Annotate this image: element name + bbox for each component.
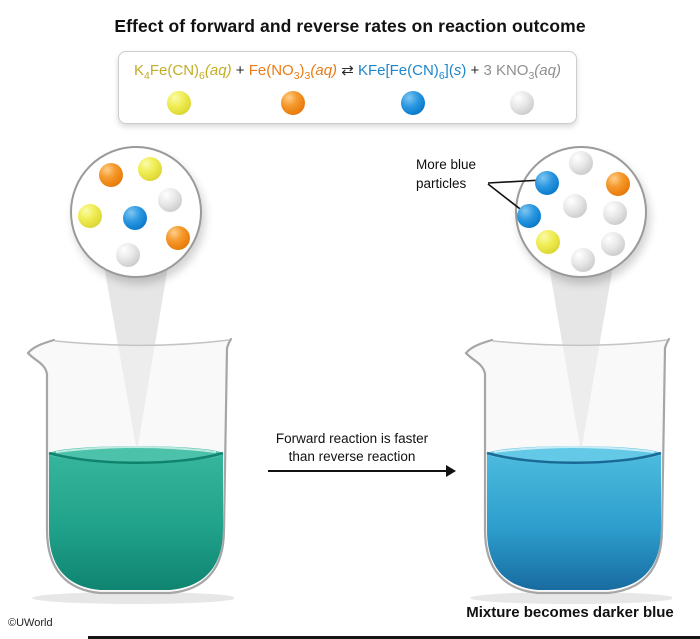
glass-rim xyxy=(492,339,668,347)
equation-segment: ⇄ xyxy=(337,62,358,79)
equation-segment: 4 xyxy=(144,70,150,82)
equation-segment: (aq) xyxy=(534,62,561,79)
pointer-line-top-blue xyxy=(487,179,543,184)
equation-segment: (aq) xyxy=(310,62,338,79)
more-blue-particles-label: More blue particles xyxy=(416,157,477,191)
equation-segment: KFe[Fe(CN) xyxy=(357,62,439,79)
forward-arrow-line xyxy=(268,470,448,472)
forward-arrow-head xyxy=(446,465,456,477)
equation-segment: ]( xyxy=(444,62,454,79)
equation-segment: ) xyxy=(461,62,467,79)
equation-segment: 6 xyxy=(438,70,445,82)
glass-outline xyxy=(464,337,671,595)
liquid-front-edge xyxy=(48,451,224,464)
liquid-front-edge xyxy=(486,451,662,464)
equation-segment: 3 xyxy=(528,70,535,82)
equation-segment: + xyxy=(231,62,249,79)
liquid-gloss xyxy=(55,446,217,453)
equation-segment: 3 xyxy=(293,70,300,82)
equation-segment: Fe(NO xyxy=(248,62,294,79)
glass-outline xyxy=(26,337,233,595)
blue-liquid xyxy=(487,453,661,590)
equation-segment: Fe(CN) xyxy=(149,62,200,79)
reaction-rate-label-line1: Forward reaction is faster xyxy=(275,431,429,446)
green-liquid xyxy=(49,453,223,590)
equation-line: K4Fe(CN)6(aq) + Fe(NO3)3(aq) ⇄ KFe[Fe(CN… xyxy=(118,61,577,82)
equation-segment: 6 xyxy=(199,70,205,82)
page-title: Effect of forward and reverse rates on r… xyxy=(114,16,586,36)
reaction-rate-label: Forward reaction is faster than reverse … xyxy=(252,430,452,465)
liquid-gloss xyxy=(493,446,655,453)
uworld-watermark: ©UWorld xyxy=(8,617,53,629)
beaker-shadow xyxy=(32,592,234,604)
liquid-surface xyxy=(49,446,223,462)
beaker-shadow xyxy=(470,592,672,604)
result-caption: Mixture becomes darker blue xyxy=(466,604,674,621)
equation-legend-box xyxy=(118,51,577,124)
equation-segment: s xyxy=(453,62,462,79)
equation-segment: K xyxy=(134,62,145,79)
glass-rim xyxy=(54,339,230,347)
right-beaker xyxy=(464,337,672,604)
equation-segment: 3 KNO xyxy=(483,62,529,79)
bottom-divider xyxy=(88,636,700,639)
equation-segment: (aq) xyxy=(204,62,232,79)
equation-segment: + xyxy=(466,62,484,79)
equation-segment: ) xyxy=(299,62,305,79)
liquid-surface xyxy=(487,446,661,462)
reaction-rate-label-line2: than reverse reaction xyxy=(288,448,416,464)
equation-segment: 3 xyxy=(304,70,311,82)
left-beaker xyxy=(26,337,234,604)
